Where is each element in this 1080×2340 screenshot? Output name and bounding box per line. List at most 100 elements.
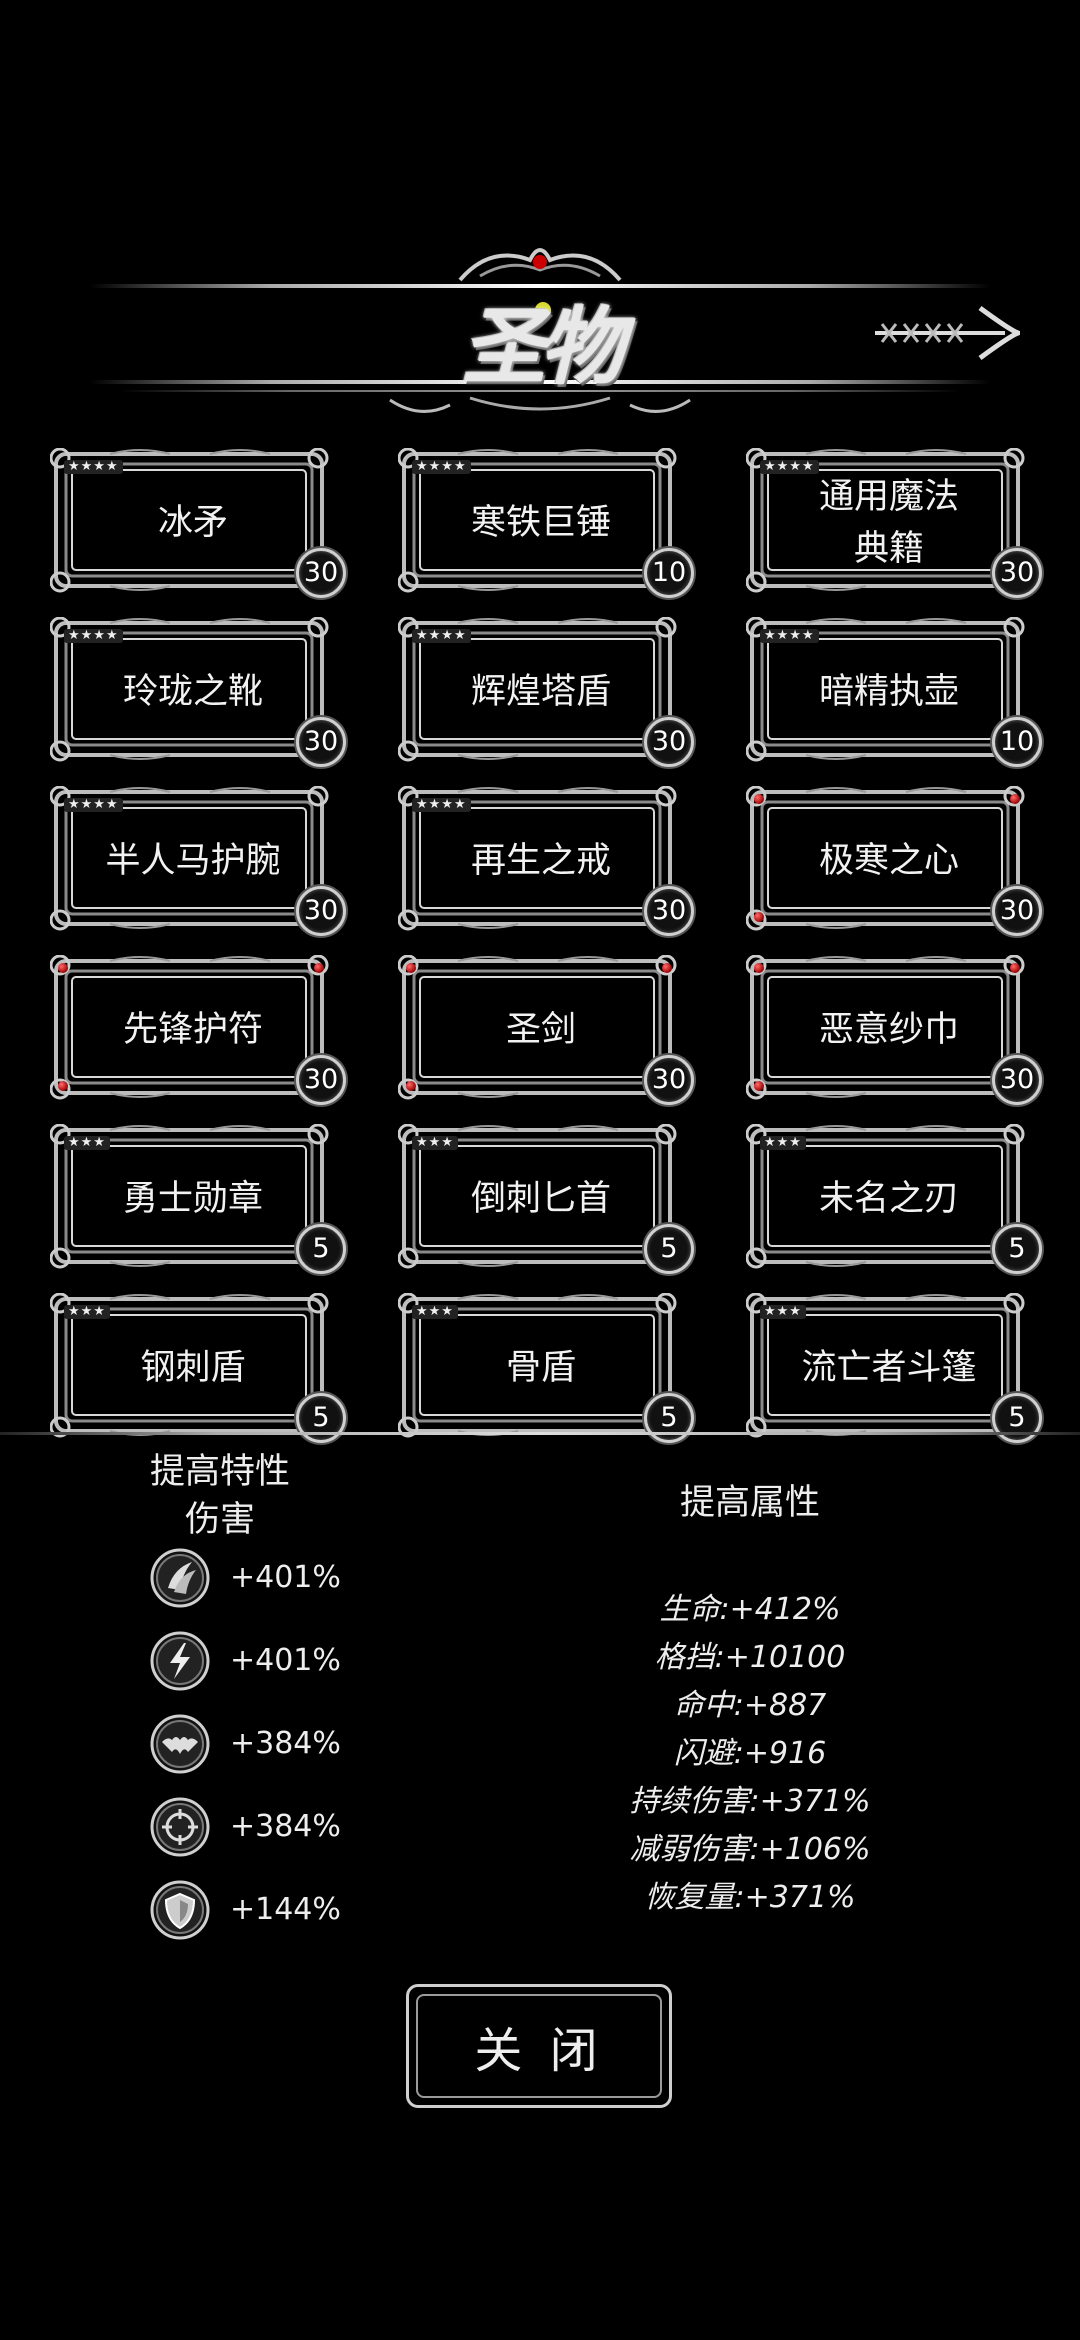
relic-level-badge: 10 — [992, 717, 1042, 767]
relic-name: 流亡者斗篷 — [801, 1348, 977, 1388]
relic-card[interactable]: ★★★★ 暗精执壶 10 — [746, 617, 1042, 767]
bat-icon — [150, 1714, 210, 1774]
red-gem-icon — [754, 963, 764, 973]
red-gem-icon — [406, 963, 416, 973]
relic-card[interactable]: 先锋护符 30 — [50, 955, 346, 1105]
close-arrow-button[interactable] — [870, 300, 1026, 366]
relic-name: 冰矛 — [157, 503, 228, 543]
feature-value: +144% — [230, 1892, 341, 1927]
red-gem-icon — [754, 794, 764, 804]
feature-row: +401% — [150, 1631, 450, 1695]
attribute-line: 减弱伤害:+106% — [629, 1832, 871, 1867]
relic-name: 极寒之心 — [818, 841, 959, 881]
relic-frame — [746, 955, 1025, 1100]
shield-icon — [150, 1880, 210, 1940]
relic-level-badge: 5 — [992, 1224, 1042, 1274]
attribute-line: 格挡:+10100 — [654, 1640, 846, 1675]
red-gem-icon — [662, 963, 672, 973]
feature-damage-title: 提高特性伤害 — [150, 1452, 291, 1540]
relic-level-badge: 30 — [644, 717, 694, 767]
relic-level-badge: 30 — [296, 548, 346, 598]
feature-row: +401% — [150, 1548, 450, 1612]
relic-card[interactable]: ★★★ 骨盾 5 — [398, 1293, 694, 1443]
relic-frame — [50, 786, 329, 931]
relic-name: 玲珑之靴 — [122, 672, 263, 712]
relic-level-badge: 30 — [296, 1055, 346, 1105]
feature-value: +401% — [230, 1560, 341, 1595]
relic-level-badge: 30 — [992, 548, 1042, 598]
relic-name: 通用魔法典籍 — [818, 477, 959, 569]
arrow-close-icon — [875, 305, 1026, 361]
relic-name: 未名之刃 — [818, 1179, 959, 1219]
relic-name: 钢刺盾 — [140, 1348, 246, 1388]
relic-frame — [398, 786, 677, 931]
attribute-line: 持续伤害:+371% — [629, 1784, 871, 1819]
attribute-line: 闪避:+916 — [673, 1736, 827, 1771]
relic-level-badge: 30 — [992, 1055, 1042, 1105]
relic-stars: ★★★ — [64, 1305, 110, 1319]
relic-frame — [746, 1124, 1025, 1269]
red-gem-icon — [406, 1081, 416, 1091]
relic-level-badge: 5 — [296, 1393, 346, 1443]
feature-value: +384% — [230, 1809, 341, 1844]
relic-frame — [50, 448, 329, 593]
red-gem-icon — [58, 1081, 68, 1091]
red-gem-icon — [58, 963, 68, 973]
red-gem-icon — [314, 963, 324, 973]
title-banner: 圣物 — [90, 240, 990, 430]
relic-level-badge: 30 — [992, 886, 1042, 936]
relic-frame — [746, 1293, 1025, 1438]
relic-stars: ★★★★ — [412, 629, 471, 643]
close-button[interactable]: 关 闭 — [406, 1984, 672, 2108]
relic-level-badge: 30 — [644, 886, 694, 936]
relic-name: 先锋护符 — [122, 1010, 263, 1050]
claw-icon — [150, 1548, 210, 1608]
crosshair-icon — [150, 1797, 210, 1857]
feature-value: +401% — [230, 1643, 341, 1678]
red-gem-icon — [1010, 794, 1020, 804]
relic-level-badge: 5 — [644, 1224, 694, 1274]
relic-frame — [398, 955, 677, 1100]
relic-name: 骨盾 — [505, 1348, 576, 1388]
relic-stars: ★★★ — [412, 1305, 458, 1319]
relic-name: 暗精执壶 — [818, 672, 959, 712]
attribute-line: 生命:+412% — [659, 1592, 841, 1627]
relic-name: 恶意纱巾 — [818, 1010, 959, 1050]
divider — [0, 1432, 1080, 1435]
relic-frame — [398, 1124, 677, 1269]
relic-name: 半人马护腕 — [105, 841, 281, 881]
relic-frame — [398, 617, 677, 762]
relic-level-badge: 5 — [296, 1224, 346, 1274]
relic-card[interactable]: 恶意纱巾 30 — [746, 955, 1042, 1105]
relic-frame — [398, 1293, 677, 1438]
feature-row: +144% — [150, 1880, 450, 1944]
relic-frame — [50, 1124, 329, 1269]
relic-frame — [746, 617, 1025, 762]
relic-stars: ★★★ — [64, 1136, 110, 1150]
relic-card[interactable]: ★★★ 钢刺盾 5 — [50, 1293, 346, 1443]
relic-stars: ★★★★ — [760, 629, 819, 643]
relic-frame — [50, 617, 329, 762]
relic-card[interactable]: 极寒之心 30 — [746, 786, 1042, 936]
relic-name: 圣剑 — [505, 1010, 576, 1050]
relic-card[interactable]: ★★★★ 通用魔法典籍 30 — [746, 448, 1042, 598]
relic-level-badge: 5 — [644, 1393, 694, 1443]
relic-frame — [746, 448, 1025, 593]
relic-stars: ★★★★ — [760, 460, 819, 474]
relic-name: 倒刺匕首 — [470, 1179, 611, 1219]
relic-level-badge: 10 — [644, 548, 694, 598]
relic-stars: ★★★★ — [412, 460, 471, 474]
